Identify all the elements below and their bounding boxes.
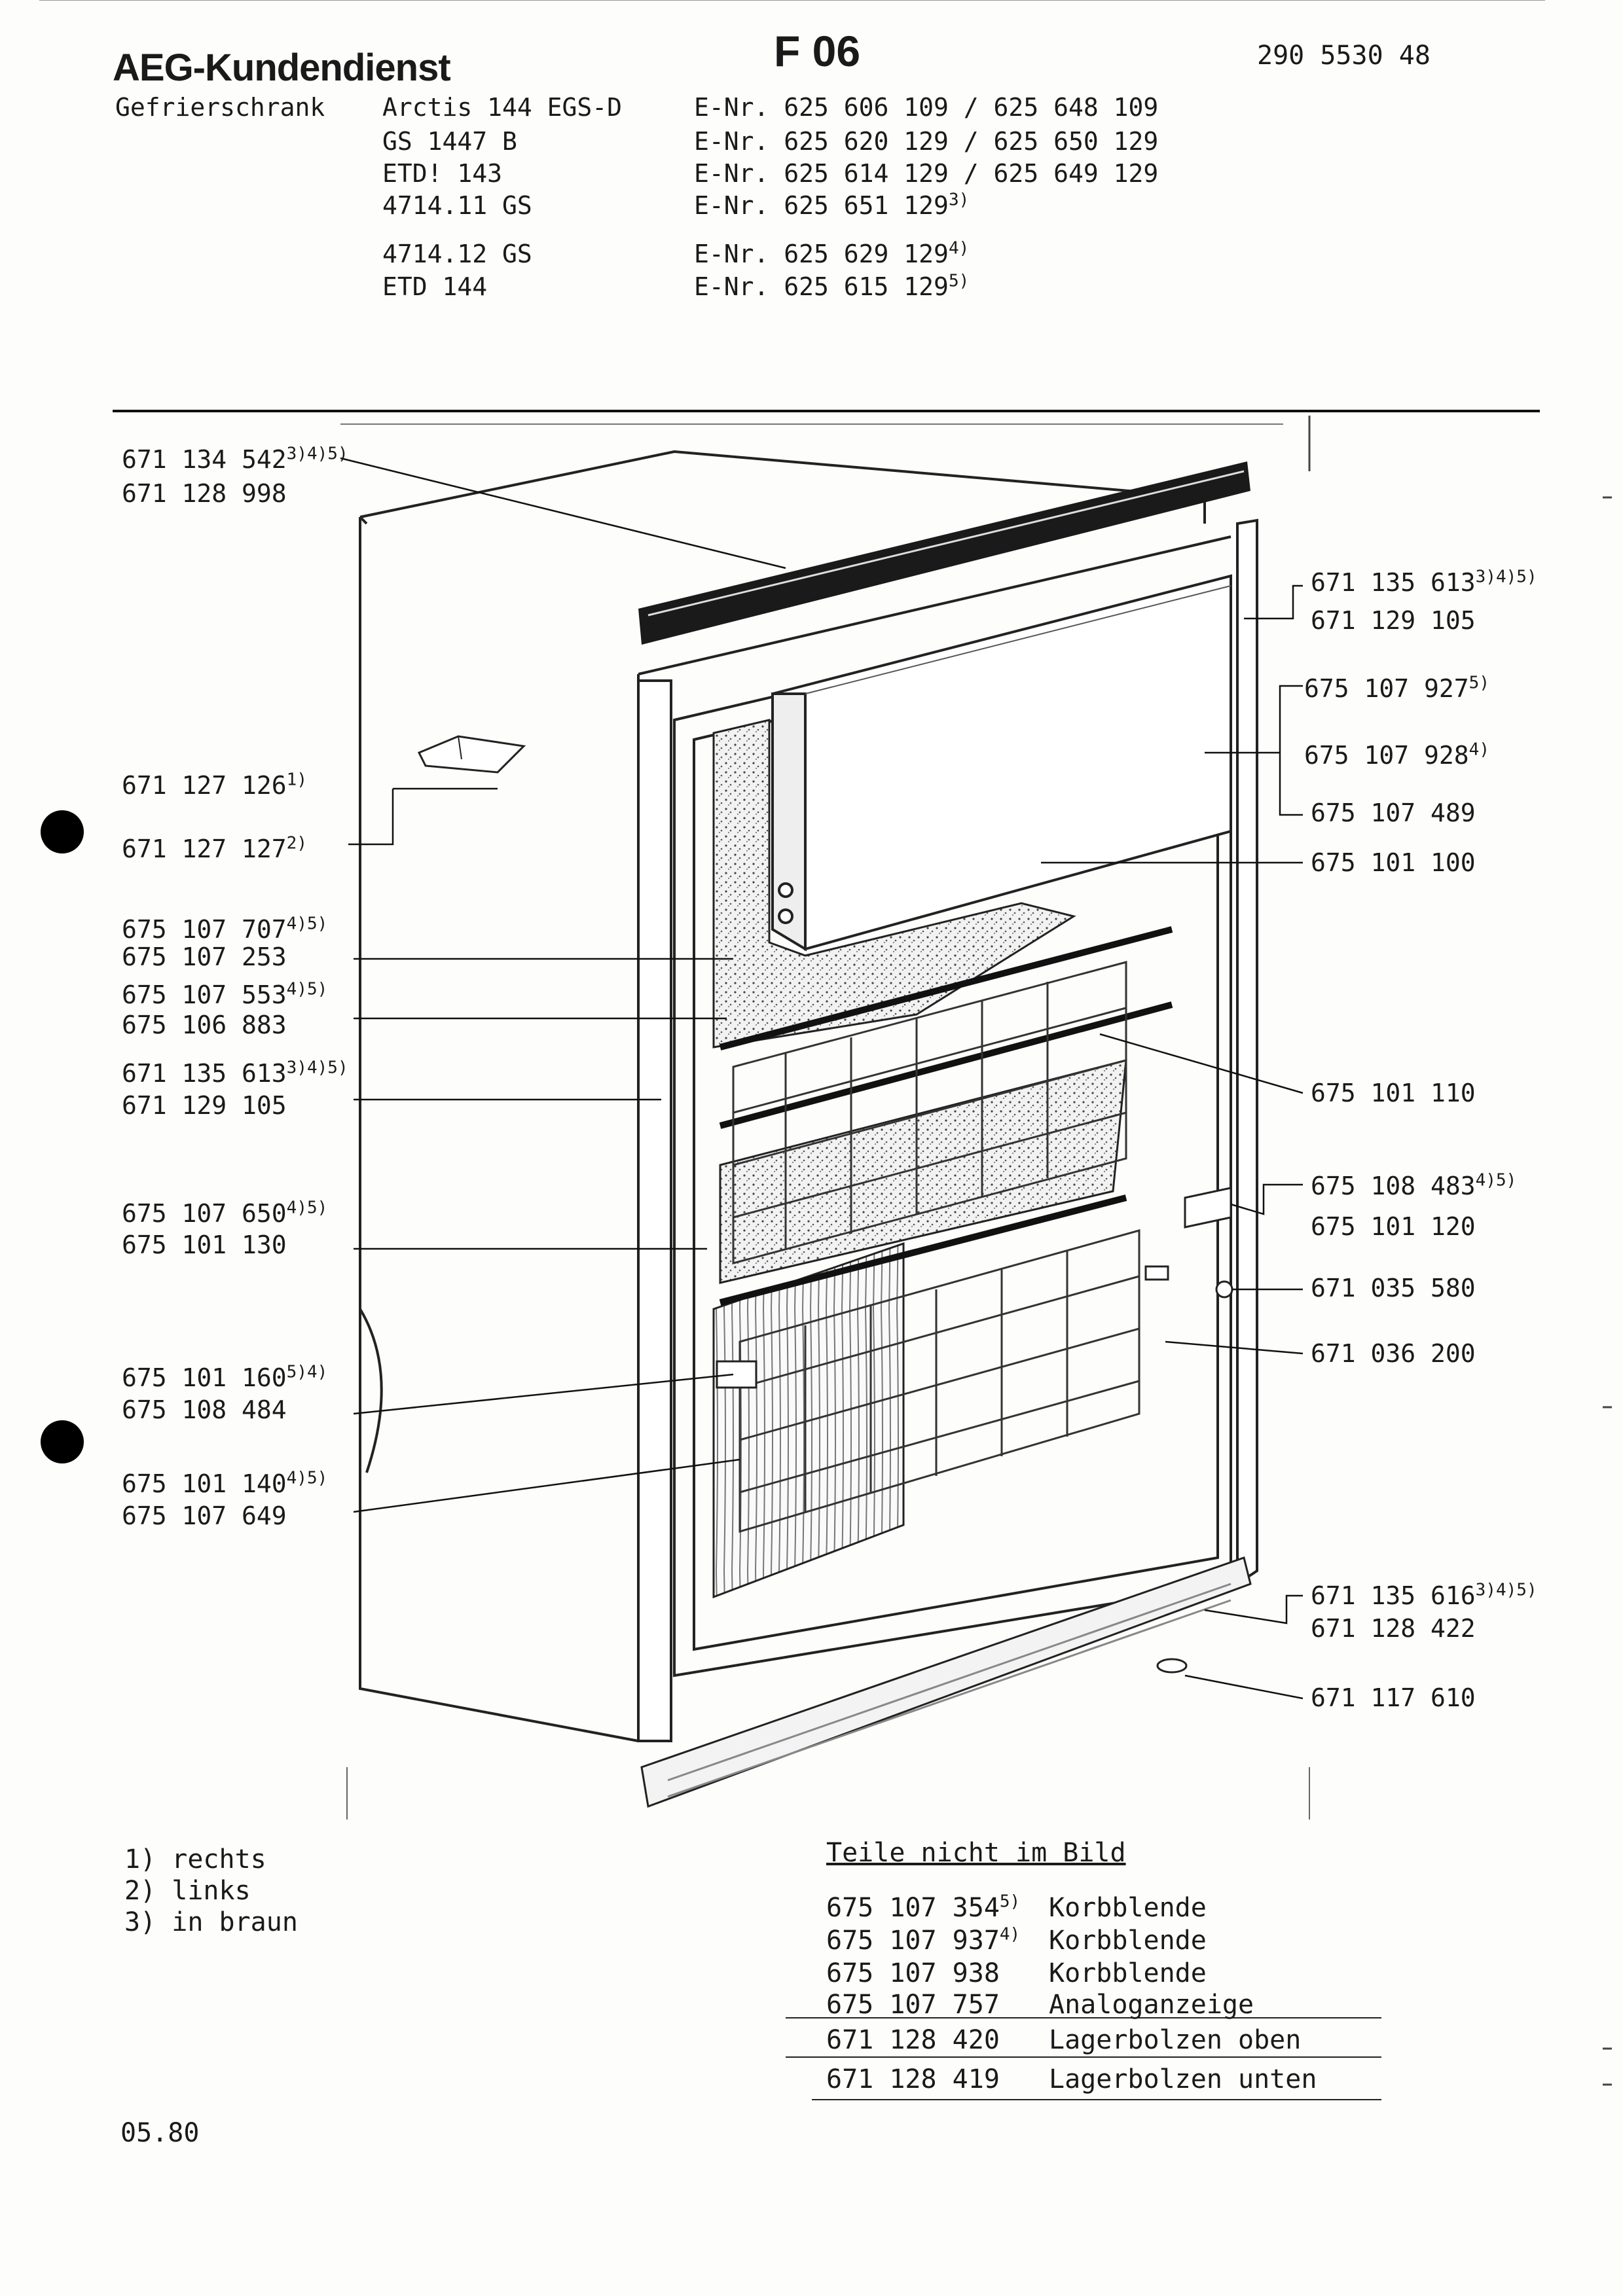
model-enr: E-Nr. 625 629 1294) [694,238,970,268]
model-name: ETD 144 [382,272,488,301]
part-label: 675 101 1404)5) [122,1468,328,1498]
model-name: 4714.12 GS [382,240,532,268]
part-label: 675 107 253 [122,942,287,971]
part-label: 675 107 7074)5) [122,914,328,944]
punch-hole [41,1420,84,1463]
footnote: 3) in braun [124,1907,298,1937]
hinge-part [417,735,526,774]
model-enr: E-Nr. 625 615 1295) [694,271,970,301]
footnote: 1) rechts [124,1844,266,1874]
table-row: 675 107 9374)Korbblende [826,1924,1207,1956]
part-label: 675 108 484 [122,1395,287,1424]
document-date: 05.80 [120,2118,200,2148]
part-label: 675 101 100 [1311,848,1476,877]
model-name: GS 1447 B [382,127,517,156]
appliance-type: Gefrierschrank [115,93,325,122]
part-label: 675 101 110 [1311,1079,1476,1107]
shelf-rails [719,926,1173,1306]
model-enr: E-Nr. 625 620 129 / 625 650 129 [694,127,1159,156]
model-enr: E-Nr. 625 614 129 / 625 649 129 [694,159,1159,188]
top-trim-strip [638,461,1250,645]
model-name: 4714.11 GS [382,191,532,220]
model-enr: E-Nr. 625 606 109 / 625 648 109 [694,93,1159,122]
part-label: 675 108 4834)5) [1311,1170,1517,1200]
part-label: 675 107 649 [122,1501,287,1530]
part-label: 675 101 1605)4) [122,1362,328,1392]
nut-part [1215,1280,1233,1299]
bottom-grille [640,1556,1252,1808]
part-label: 671 036 200 [1311,1339,1476,1368]
clip-part [716,1360,757,1389]
part-label: 671 128 998 [122,479,287,508]
part-label: 671 129 105 [122,1091,287,1120]
part-label: 671 129 105 [1311,606,1476,635]
cabinet-body [359,450,1231,1742]
punch-hole [41,810,84,853]
table-heading: Teile nicht im Bild [826,1838,1126,1868]
part-label: 671 127 1261) [122,770,307,800]
part-label: 671 135 6163)4)5) [1311,1580,1537,1610]
model-name: ETD! 143 [382,159,503,188]
leader-lines-left [340,457,786,1513]
part-label: 671 128 422 [1311,1614,1476,1643]
model-name: Arctis 144 EGS-D [382,93,623,122]
table-rules [786,2017,1381,2100]
part-label: 671 127 1272) [122,833,307,863]
part-label: 675 107 9284) [1304,740,1489,770]
part-label: 675 106 883 [122,1011,287,1039]
part-label: 671 035 580 [1311,1274,1476,1302]
part-label: 675 107 489 [1311,798,1476,827]
model-enr: E-Nr. 625 651 1293) [694,190,970,220]
section-code: F 06 [774,27,861,75]
part-label: 671 135 6133)4)5) [122,1058,348,1088]
leader-lines-right [1041,584,1304,1700]
freezer-flap [771,574,1232,952]
part-label: 675 101 130 [122,1230,287,1259]
part-label: 671 135 6133)4)5) [1311,567,1537,597]
part-label: 671 134 5423)4)5) [122,444,348,474]
part-label: 675 107 5534)5) [122,979,328,1009]
table-row: 675 107 3545)Korbblende [826,1892,1207,1923]
part-label: 671 117 610 [1311,1683,1476,1712]
basket-bracket [1184,1187,1232,1229]
part-label: 675 107 6504)5) [122,1198,328,1228]
brand-title: AEG-Kundendienst [113,46,451,89]
document-number: 290 5530 48 [1257,41,1431,71]
part-label: 675 101 120 [1311,1212,1476,1241]
wire-basket-lower [739,1229,1140,1534]
wire-basket-upper [732,961,1127,1265]
part-label: 675 107 9275) [1304,673,1489,703]
footnote: 2) links [124,1876,251,1906]
pin-part [1144,1265,1169,1281]
